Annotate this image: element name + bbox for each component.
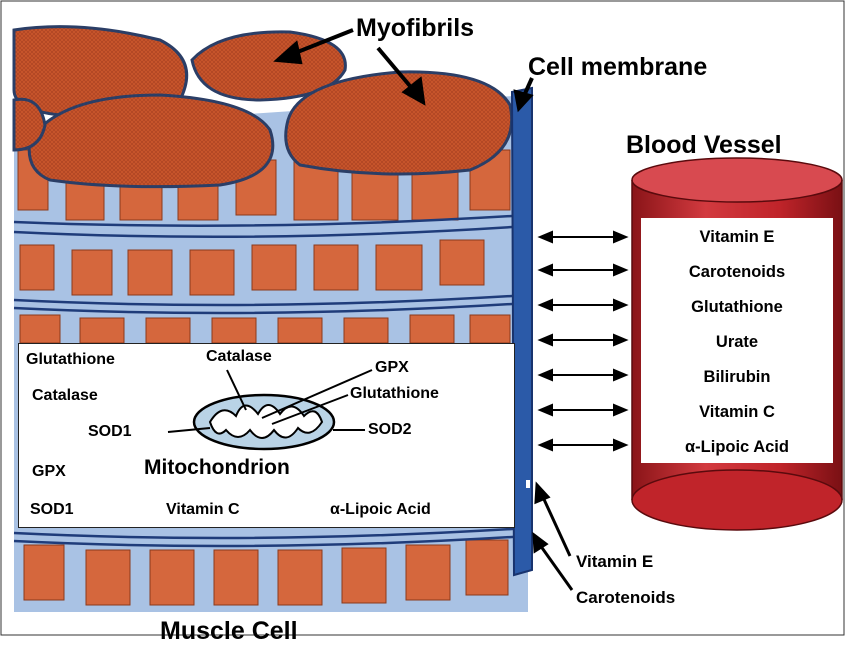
mitochondrion-label: Mitochondrion — [144, 456, 290, 480]
blood-vessel-label: Blood Vessel — [626, 131, 782, 160]
vessel-item: Carotenoids — [641, 261, 833, 296]
vessel-item: Glutathione — [641, 296, 833, 331]
vessel-item: α-Lipoic Acid — [641, 436, 833, 471]
mito-sod1-label: SOD1 — [88, 423, 132, 441]
mito-left-gpx: GPX — [32, 463, 66, 481]
vessel-item: Vitamin C — [641, 401, 833, 436]
mito-lipoic-acid: α-Lipoic Acid — [330, 501, 431, 519]
vessel-item: Bilirubin — [641, 366, 833, 401]
mito-vitamin-c: Vitamin C — [166, 501, 240, 519]
mito-left-glutathione: Glutathione — [26, 351, 115, 369]
mito-sod2-label: SOD2 — [368, 421, 412, 439]
mito-left-sod1: SOD1 — [30, 501, 74, 519]
vessel-item: Vitamin E — [641, 226, 833, 261]
vessel-item: Urate — [641, 331, 833, 366]
myofibrils-label: Myofibrils — [356, 14, 474, 43]
mito-catalase-label: Catalase — [206, 348, 272, 366]
membrane-vitamin-e: Vitamin E — [576, 552, 653, 572]
mito-glutathione-label: Glutathione — [350, 385, 439, 403]
muscle-cell-title: Muscle Cell — [160, 617, 298, 646]
vessel-antioxidant-list: Vitamin E Carotenoids Glutathione Urate … — [641, 226, 833, 471]
mito-left-catalase: Catalase — [32, 387, 98, 405]
membrane-carotenoids: Carotenoids — [576, 588, 675, 608]
mito-gpx-label: GPX — [375, 359, 409, 377]
cell-membrane-label: Cell membrane — [528, 53, 707, 82]
